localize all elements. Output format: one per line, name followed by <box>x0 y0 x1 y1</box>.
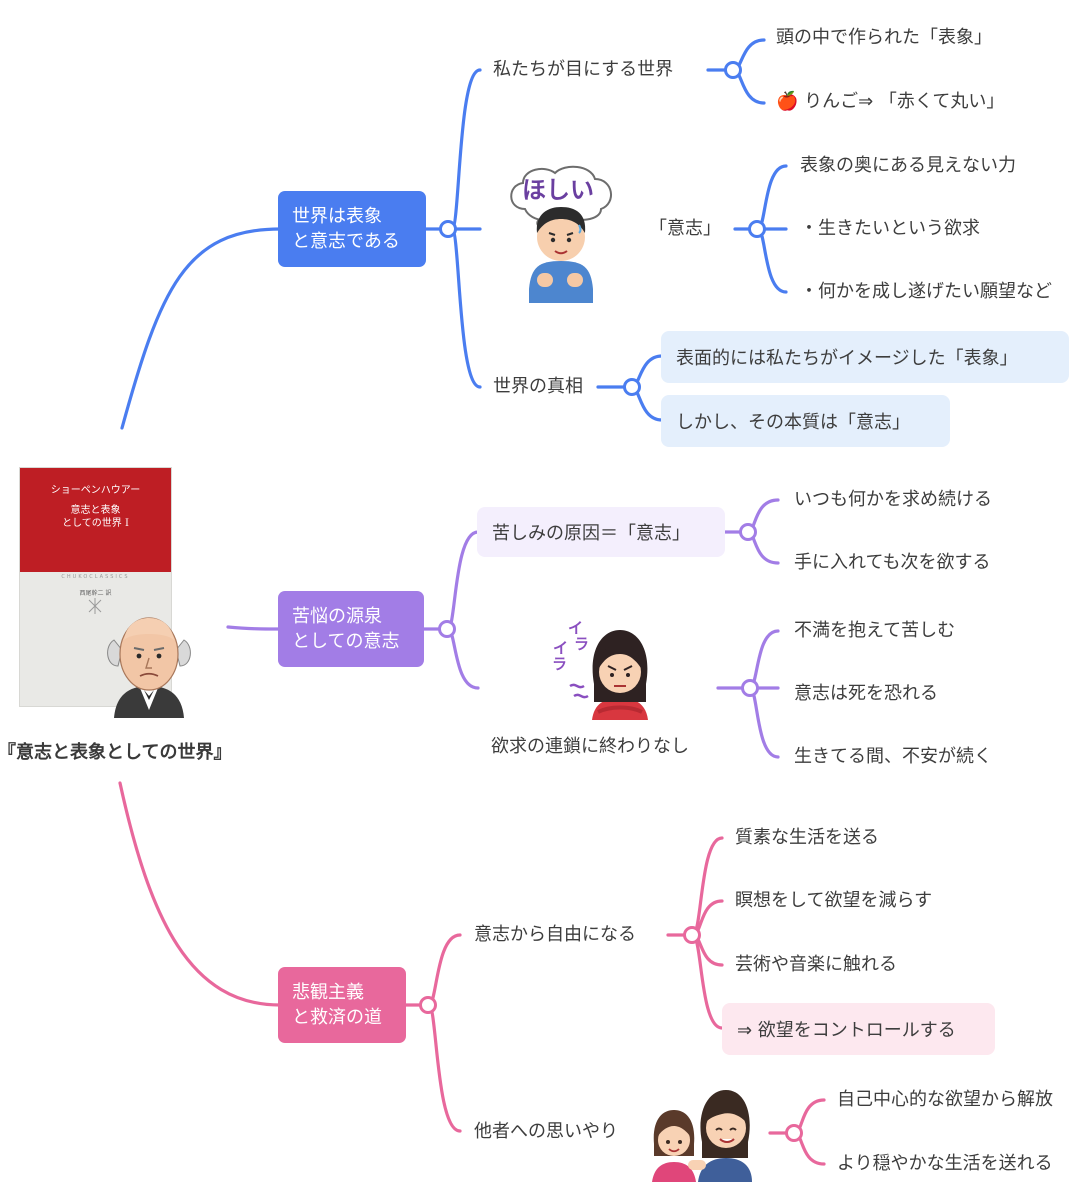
b1-child1-item1[interactable]: 頭の中で作られた「表象」 <box>776 27 992 48</box>
book-translator: 西尾幹二 訳 <box>79 590 112 597</box>
book-cover-red-band <box>20 468 171 572</box>
b1-child2-label[interactable]: 「意志」 <box>649 218 721 239</box>
b1-child3-item2[interactable]: しかし、その本質は「意志」 <box>661 395 950 447</box>
branch1-label-line1: 世界は表象 <box>292 206 382 227</box>
branch1-node[interactable]: 世界は表象 と意志である <box>278 191 426 267</box>
irritated-text-1: イ <box>568 619 584 637</box>
edge-root-branch1 <box>120 227 282 430</box>
branch2-label-line1: 苦悩の源泉 <box>292 606 382 627</box>
edge-root-branch2 <box>226 625 282 631</box>
edge-b1-c1 <box>450 68 482 231</box>
book-series: CHUKOCLASSICS <box>61 574 130 580</box>
caring-people-icon <box>652 1090 752 1182</box>
b3-child1-item2[interactable]: 瞑想をして欲望を減らす <box>735 890 933 911</box>
b2-child2-item3[interactable]: 生きてる間、不安が続く <box>794 746 992 767</box>
b2-child2-item2[interactable]: 意志は死を恐れる <box>794 683 938 704</box>
edge-b1c2-i3 <box>756 227 788 294</box>
branch2-label-line2: としての意志 <box>292 631 400 652</box>
branch3-node[interactable]: 悲観主義 と救済の道 <box>278 967 406 1043</box>
irritated-text-4: ラ <box>552 655 568 673</box>
wanting-boy-icon <box>510 165 612 303</box>
irritated-text-3: イ <box>553 639 569 657</box>
wanting-bubble-text: ほしい <box>522 176 594 204</box>
b1-child3-item1[interactable]: 表面的には私たちがイメージした「表象」 <box>661 331 1069 383</box>
edge-b3c1-i1 <box>691 836 724 937</box>
b2-child2-label[interactable]: 欲求の連鎖に終わりなし <box>491 736 689 757</box>
b3-child1-item1[interactable]: 質素な生活を送る <box>735 827 879 848</box>
branch3-label-line2: と救済の道 <box>292 1007 382 1028</box>
b1-child2-item1[interactable]: 表象の奥にある見えない力 <box>800 155 1016 176</box>
b3-child1-item3[interactable]: 芸術や音楽に触れる <box>735 954 897 975</box>
root-title: 『意志と表象としての世界』 <box>0 742 232 763</box>
book-emblem-icon <box>88 598 102 614</box>
b1-child2-item2[interactable]: ・生きたいという欲求 <box>800 218 980 239</box>
b1-child3-label[interactable]: 世界の真相 <box>493 376 583 397</box>
b2-child2-item1[interactable]: 不満を抱えて苦しむ <box>794 620 956 641</box>
edge-b3-c1 <box>427 933 462 1007</box>
b2-child1-item1[interactable]: いつも何かを求め続ける <box>794 489 992 510</box>
b1-child2-item3[interactable]: ・何かを成し遂げたい願望など <box>800 281 1052 302</box>
edge-b3-c2 <box>427 1003 462 1133</box>
edge-b2-c2 <box>446 627 480 690</box>
edge-b2c2-i3 <box>748 686 780 759</box>
book-title-line2: としての世界 I <box>62 518 129 529</box>
edge-b3c1-i4 <box>691 933 724 1030</box>
b3-child2-label[interactable]: 他者への思いやり <box>474 1121 618 1142</box>
book-author: ショーペンハウアー <box>50 485 141 496</box>
branch2-node[interactable]: 苦悩の源泉 としての意志 <box>278 591 424 667</box>
edge-root-branch3 <box>118 781 282 1007</box>
b1-child1-item2[interactable]: 🍎 りんご⇒ 「赤くて丸い」 <box>776 91 1005 112</box>
irritated-woman-icon <box>569 630 648 720</box>
b3-child1-label[interactable]: 意志から自由になる <box>474 924 636 945</box>
book-title-text: 意志と表象 としての世界 I <box>20 504 171 530</box>
philosopher-portrait-icon <box>107 617 191 718</box>
b3-child1-item4[interactable]: ⇒ 欲望をコントロールする <box>722 1003 995 1055</box>
branch3-label-line1: 悲観主義 <box>292 982 364 1003</box>
edge-b1-c3 <box>450 227 482 389</box>
branch1-label-line2: と意志である <box>292 231 400 252</box>
edge-b2-c1 <box>446 530 480 631</box>
b1-child1-label[interactable]: 私たちが目にする世界 <box>493 59 674 80</box>
book-cover-image: ショーペンハウアー 意志と表象 としての世界 I CHUKOCLASSICS 西… <box>20 468 171 706</box>
b3-child2-item1[interactable]: 自己中心的な欲望から解放 <box>837 1089 1053 1110</box>
b3-child2-item2[interactable]: より穏やかな生活を送れる <box>837 1153 1053 1174</box>
edge-b2c2-i1 <box>748 629 780 690</box>
book-title-line1: 意志と表象 <box>70 505 121 516</box>
b2-child1-label[interactable]: 苦しみの原因＝「意志」 <box>477 507 725 557</box>
b2-child1-item2[interactable]: 手に入れても次を欲する <box>794 552 991 573</box>
irritated-text-2: ラ <box>574 635 590 653</box>
edge-b1c2-i1 <box>756 164 788 231</box>
